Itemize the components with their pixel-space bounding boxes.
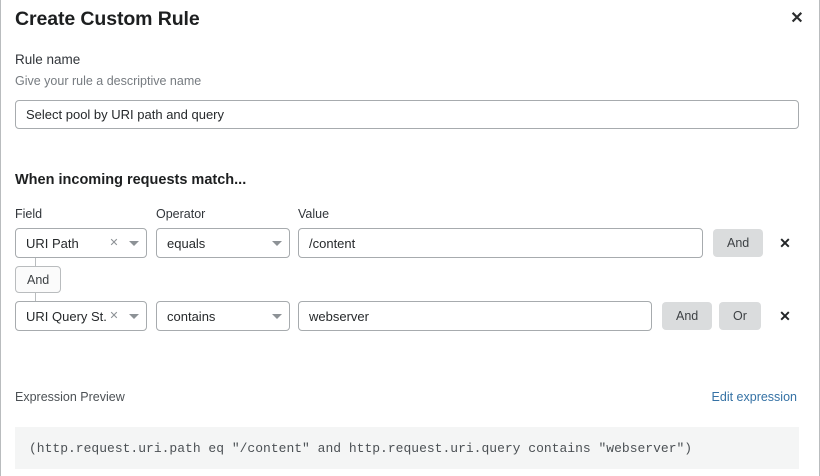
delete-icon[interactable]: ✕: [779, 235, 791, 251]
condition-row: URI Query St... ✕ contains And Or ✕: [1, 301, 819, 333]
chevron-down-icon[interactable]: [265, 240, 289, 246]
clear-icon[interactable]: ✕: [109, 309, 119, 322]
connector-line-bottom: [35, 293, 36, 302]
expression-preview-box: (http.request.uri.path eq "/content" and…: [15, 427, 799, 469]
field-select-2-value: URI Query St...: [26, 308, 106, 324]
rule-name-help-text: Give your rule a descriptive name: [15, 74, 202, 88]
and-button-2[interactable]: And: [662, 302, 713, 330]
chevron-down-icon[interactable]: [122, 240, 146, 246]
value-input-2[interactable]: [298, 301, 652, 331]
value-input-1[interactable]: [298, 228, 703, 258]
delete-icon[interactable]: ✕: [779, 308, 791, 324]
column-label-operator: Operator: [156, 207, 206, 221]
chevron-down-icon[interactable]: [265, 313, 289, 319]
and-button-1[interactable]: And: [713, 229, 764, 257]
match-section-heading: When incoming requests match...: [15, 172, 247, 188]
expression-preview-text: (http.request.uri.path eq "/content" and…: [29, 440, 693, 456]
operator-select-1[interactable]: equals: [156, 228, 290, 258]
condition-row: URI Path ✕ equals And ✕: [1, 228, 819, 260]
dialog-title: Create Custom Rule: [15, 8, 200, 30]
close-icon[interactable]: ✕: [790, 10, 804, 27]
operator-select-2[interactable]: contains: [156, 301, 290, 331]
rule-name-label: Rule name: [15, 52, 81, 67]
clear-icon[interactable]: ✕: [109, 236, 119, 249]
field-select-1-value: URI Path: [26, 235, 79, 251]
operator-select-2-value: contains: [167, 308, 216, 324]
or-button-2[interactable]: Or: [719, 302, 761, 330]
edit-expression-link[interactable]: Edit expression: [711, 390, 797, 404]
field-select-1[interactable]: URI Path ✕: [15, 228, 147, 258]
column-label-value: Value: [298, 207, 330, 221]
chevron-down-icon[interactable]: [122, 313, 146, 319]
field-select-2[interactable]: URI Query St... ✕: [15, 301, 147, 331]
expression-preview-label: Expression Preview: [15, 390, 125, 404]
connector-and-badge[interactable]: And: [15, 266, 62, 293]
row-connector: And: [1, 258, 201, 306]
operator-select-1-value: equals: [167, 235, 206, 251]
column-label-field: Field: [15, 207, 43, 221]
connector-line-top: [35, 258, 36, 267]
rule-name-input[interactable]: [15, 100, 799, 129]
